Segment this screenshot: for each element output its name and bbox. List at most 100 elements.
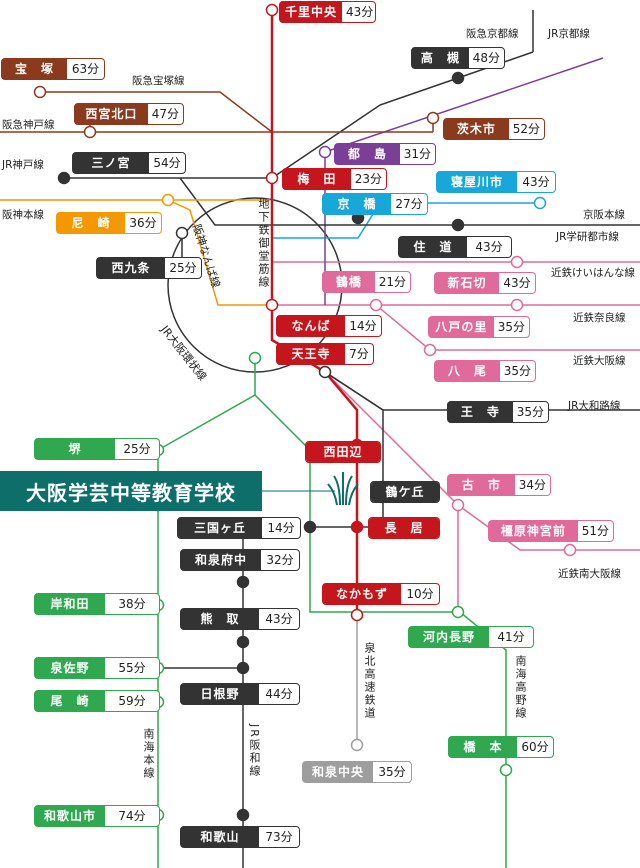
hanshin-lines <box>0 199 272 306</box>
station-time: 36分 <box>125 213 161 233</box>
keihan-line <box>272 202 540 239</box>
station-time: 34分 <box>514 475 550 495</box>
station-name: 茨木市 <box>444 119 509 139</box>
school-emblem-icon <box>327 472 359 506</box>
station-time: 43分 <box>467 237 511 257</box>
station-time: 59分 <box>105 691 159 711</box>
line-jr-gakkentoshi: JR学研都市線 <box>556 231 619 243</box>
station-time: 14分 <box>262 518 300 538</box>
station-time: 43分 <box>499 273 535 293</box>
station-time: 27分 <box>391 194 427 214</box>
station-time: 54分 <box>149 153 185 173</box>
station-time: 43分 <box>517 172 555 192</box>
station-name: 高 槻 <box>412 48 469 68</box>
station-time: 31分 <box>399 144 435 164</box>
station-name: 寝屋川市 <box>437 172 517 192</box>
line-jr-kyoto: JR京都線 <box>548 28 590 40</box>
line-jr-hanwa: JR阪和線 <box>248 724 261 778</box>
station-time: 63分 <box>67 59 104 79</box>
station-time: 35分 <box>373 762 411 782</box>
station-name: 橿原神宮前 <box>489 521 578 541</box>
station-name: 熊 取 <box>181 609 259 629</box>
station-name: 千里中央 <box>280 2 343 22</box>
station-name: 和歌山市 <box>35 806 105 826</box>
station-name: 天王寺 <box>277 344 345 364</box>
station-time: 47分 <box>147 104 183 124</box>
station-name: 堺 <box>35 439 115 459</box>
school-name: 大阪学芸中等教育学校 <box>0 471 262 511</box>
station-name: 梅 田 <box>283 169 351 189</box>
station-name: 尼 崎 <box>57 213 125 233</box>
station-time: 25分 <box>165 258 201 278</box>
station-name: 西田辺 <box>306 442 380 462</box>
station-time: 35分 <box>512 402 548 422</box>
station-name: 長 居 <box>369 518 439 538</box>
station-time: 73分 <box>259 827 299 847</box>
station-name: 尾 崎 <box>35 691 105 711</box>
station-name: 河内長野 <box>409 627 489 647</box>
station-time: 25分 <box>115 439 159 459</box>
station-time: 60分 <box>517 737 553 757</box>
hankyu-lines <box>0 91 434 178</box>
station-name: 新石切 <box>435 273 499 293</box>
station-name: 八戸の里 <box>429 317 494 337</box>
station-time: 55分 <box>105 658 159 678</box>
station-name: 西九条 <box>97 258 165 278</box>
line-hankyu-kyoto: 阪急京都線 <box>466 28 519 40</box>
station-name: 和泉中央 <box>303 762 373 782</box>
station-name: 橋 本 <box>449 737 517 757</box>
station-time: 32分 <box>261 550 299 570</box>
line-kintetsu-osaka: 近鉄大阪線 <box>573 355 626 367</box>
station-name: 西宮北口 <box>75 104 148 124</box>
line-kintetsu-minami-osaka: 近鉄南大阪線 <box>558 568 621 580</box>
station-name: 鶴橋 <box>323 272 375 292</box>
line-jr-yamatoji: JR大和路線 <box>568 400 621 412</box>
station-name: なんば <box>277 316 345 336</box>
station-time: 35分 <box>493 317 529 337</box>
station-name: 住 道 <box>399 237 467 257</box>
station-time: 51分 <box>577 521 613 541</box>
line-kintetsu-keihanna: 近鉄けいはんな線 <box>551 267 635 279</box>
station-time: 35分 <box>499 361 535 381</box>
line-nankai-main: 南海本線 <box>142 728 155 780</box>
station-time: 21分 <box>374 272 410 292</box>
line-midosuji: 地下鉄御堂筋線 <box>257 198 270 289</box>
station-time: 74分 <box>105 806 159 826</box>
station-name: 和歌山 <box>181 827 259 847</box>
line-semboku: 泉北高速鉄道 <box>363 642 376 720</box>
station-name: 日根野 <box>181 684 259 704</box>
station-label-nishitanabe: 西田辺 <box>305 441 381 463</box>
station-time: 14分 <box>345 316 381 336</box>
line-jr-kobe: JR神戸線 <box>2 159 44 171</box>
line-nankai-koya: 南海高野線 <box>514 655 527 720</box>
station-time: 23分 <box>350 169 386 189</box>
station-time: 10分 <box>401 584 439 604</box>
station-time: 38分 <box>105 594 159 614</box>
station-name: 宝 塚 <box>2 59 67 79</box>
station-time: 43分 <box>259 609 299 629</box>
